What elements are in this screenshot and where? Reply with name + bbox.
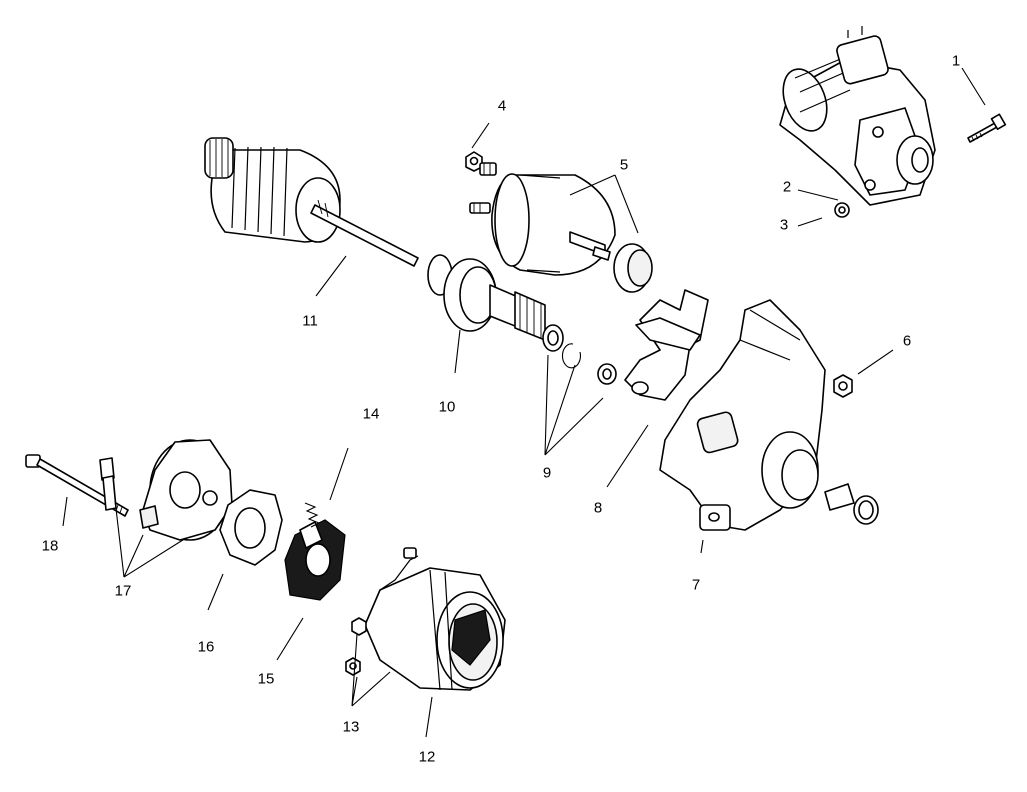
armature-11 [204,137,419,267]
callout-12: 12 [418,748,436,766]
solenoid-5 [469,162,653,293]
callout-5: 5 [619,156,629,174]
nut-6 [833,374,853,398]
callout-17: 17 [114,582,132,600]
callout-10: 10 [438,398,456,416]
brush-plate-16 [219,489,283,566]
nut-2-3 [834,202,850,218]
callout-2: 2 [782,178,792,196]
spring-14 [304,502,321,528]
callout-16: 16 [197,638,215,656]
housing-7 [659,299,879,531]
callout-9: 9 [542,464,552,482]
leader-lines [62,67,986,738]
callout-3: 3 [779,216,789,234]
callout-18: 18 [41,537,59,555]
assembled-starter [779,26,936,206]
callout-1: 1 [951,52,961,70]
end-cap-17 [99,439,233,541]
nuts-13 [345,617,367,676]
callout-8: 8 [593,499,603,517]
callout-15: 15 [257,670,275,688]
callout-4: 4 [497,97,507,115]
callout-6: 6 [902,332,912,350]
bolt-1 [967,113,1007,143]
callout-7: 7 [691,576,701,594]
drive-clutch-10 [427,254,546,341]
fork-lever-8 [624,289,709,401]
callout-14: 14 [362,405,380,423]
yoke-12 [364,547,506,691]
rings-9 [542,324,617,385]
callout-13: 13 [342,718,360,736]
brush-holder-15 [284,519,346,601]
callout-11: 11 [302,312,318,330]
